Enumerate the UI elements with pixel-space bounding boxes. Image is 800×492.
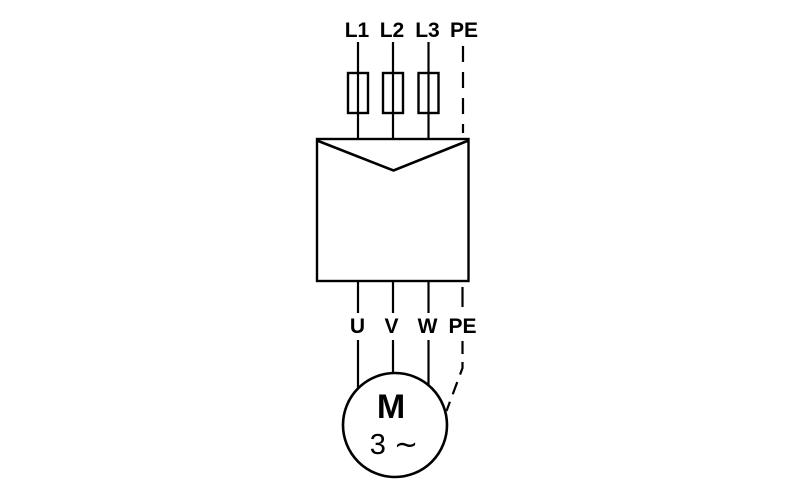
supply-terminal-label-pe: PE (450, 19, 478, 42)
motor-designation-label: M (377, 388, 405, 426)
motor-terminal-label-v: V (384, 315, 398, 338)
motor-terminal-label-pe: PE (448, 315, 476, 338)
motor-terminal-label-u: U (350, 315, 365, 338)
supply-terminal-label-l2: L2 (380, 19, 405, 42)
supply-terminal-label-l3: L3 (415, 19, 440, 42)
controller-section (315, 137, 470, 283)
motor-symbol: M 3 ∼ (341, 371, 449, 479)
motor-lead-pe-dashed (445, 341, 464, 412)
fuse-icon-l2 (381, 71, 405, 115)
motor-terminal-label-w: W (418, 315, 438, 338)
chevron-icon (316, 139, 469, 172)
motor-circle-icon (341, 371, 449, 479)
controller-box (315, 137, 470, 283)
supply-terminal-label-l1: L1 (345, 19, 370, 42)
fuse-icon-l3 (417, 71, 440, 115)
motor-phase-label: 3 ∼ (370, 429, 418, 461)
fuse-icon-l1 (346, 71, 370, 115)
supply-section: L1 L2 L3 PE (345, 19, 478, 139)
motor-connection-section: U V W PE (350, 281, 477, 412)
